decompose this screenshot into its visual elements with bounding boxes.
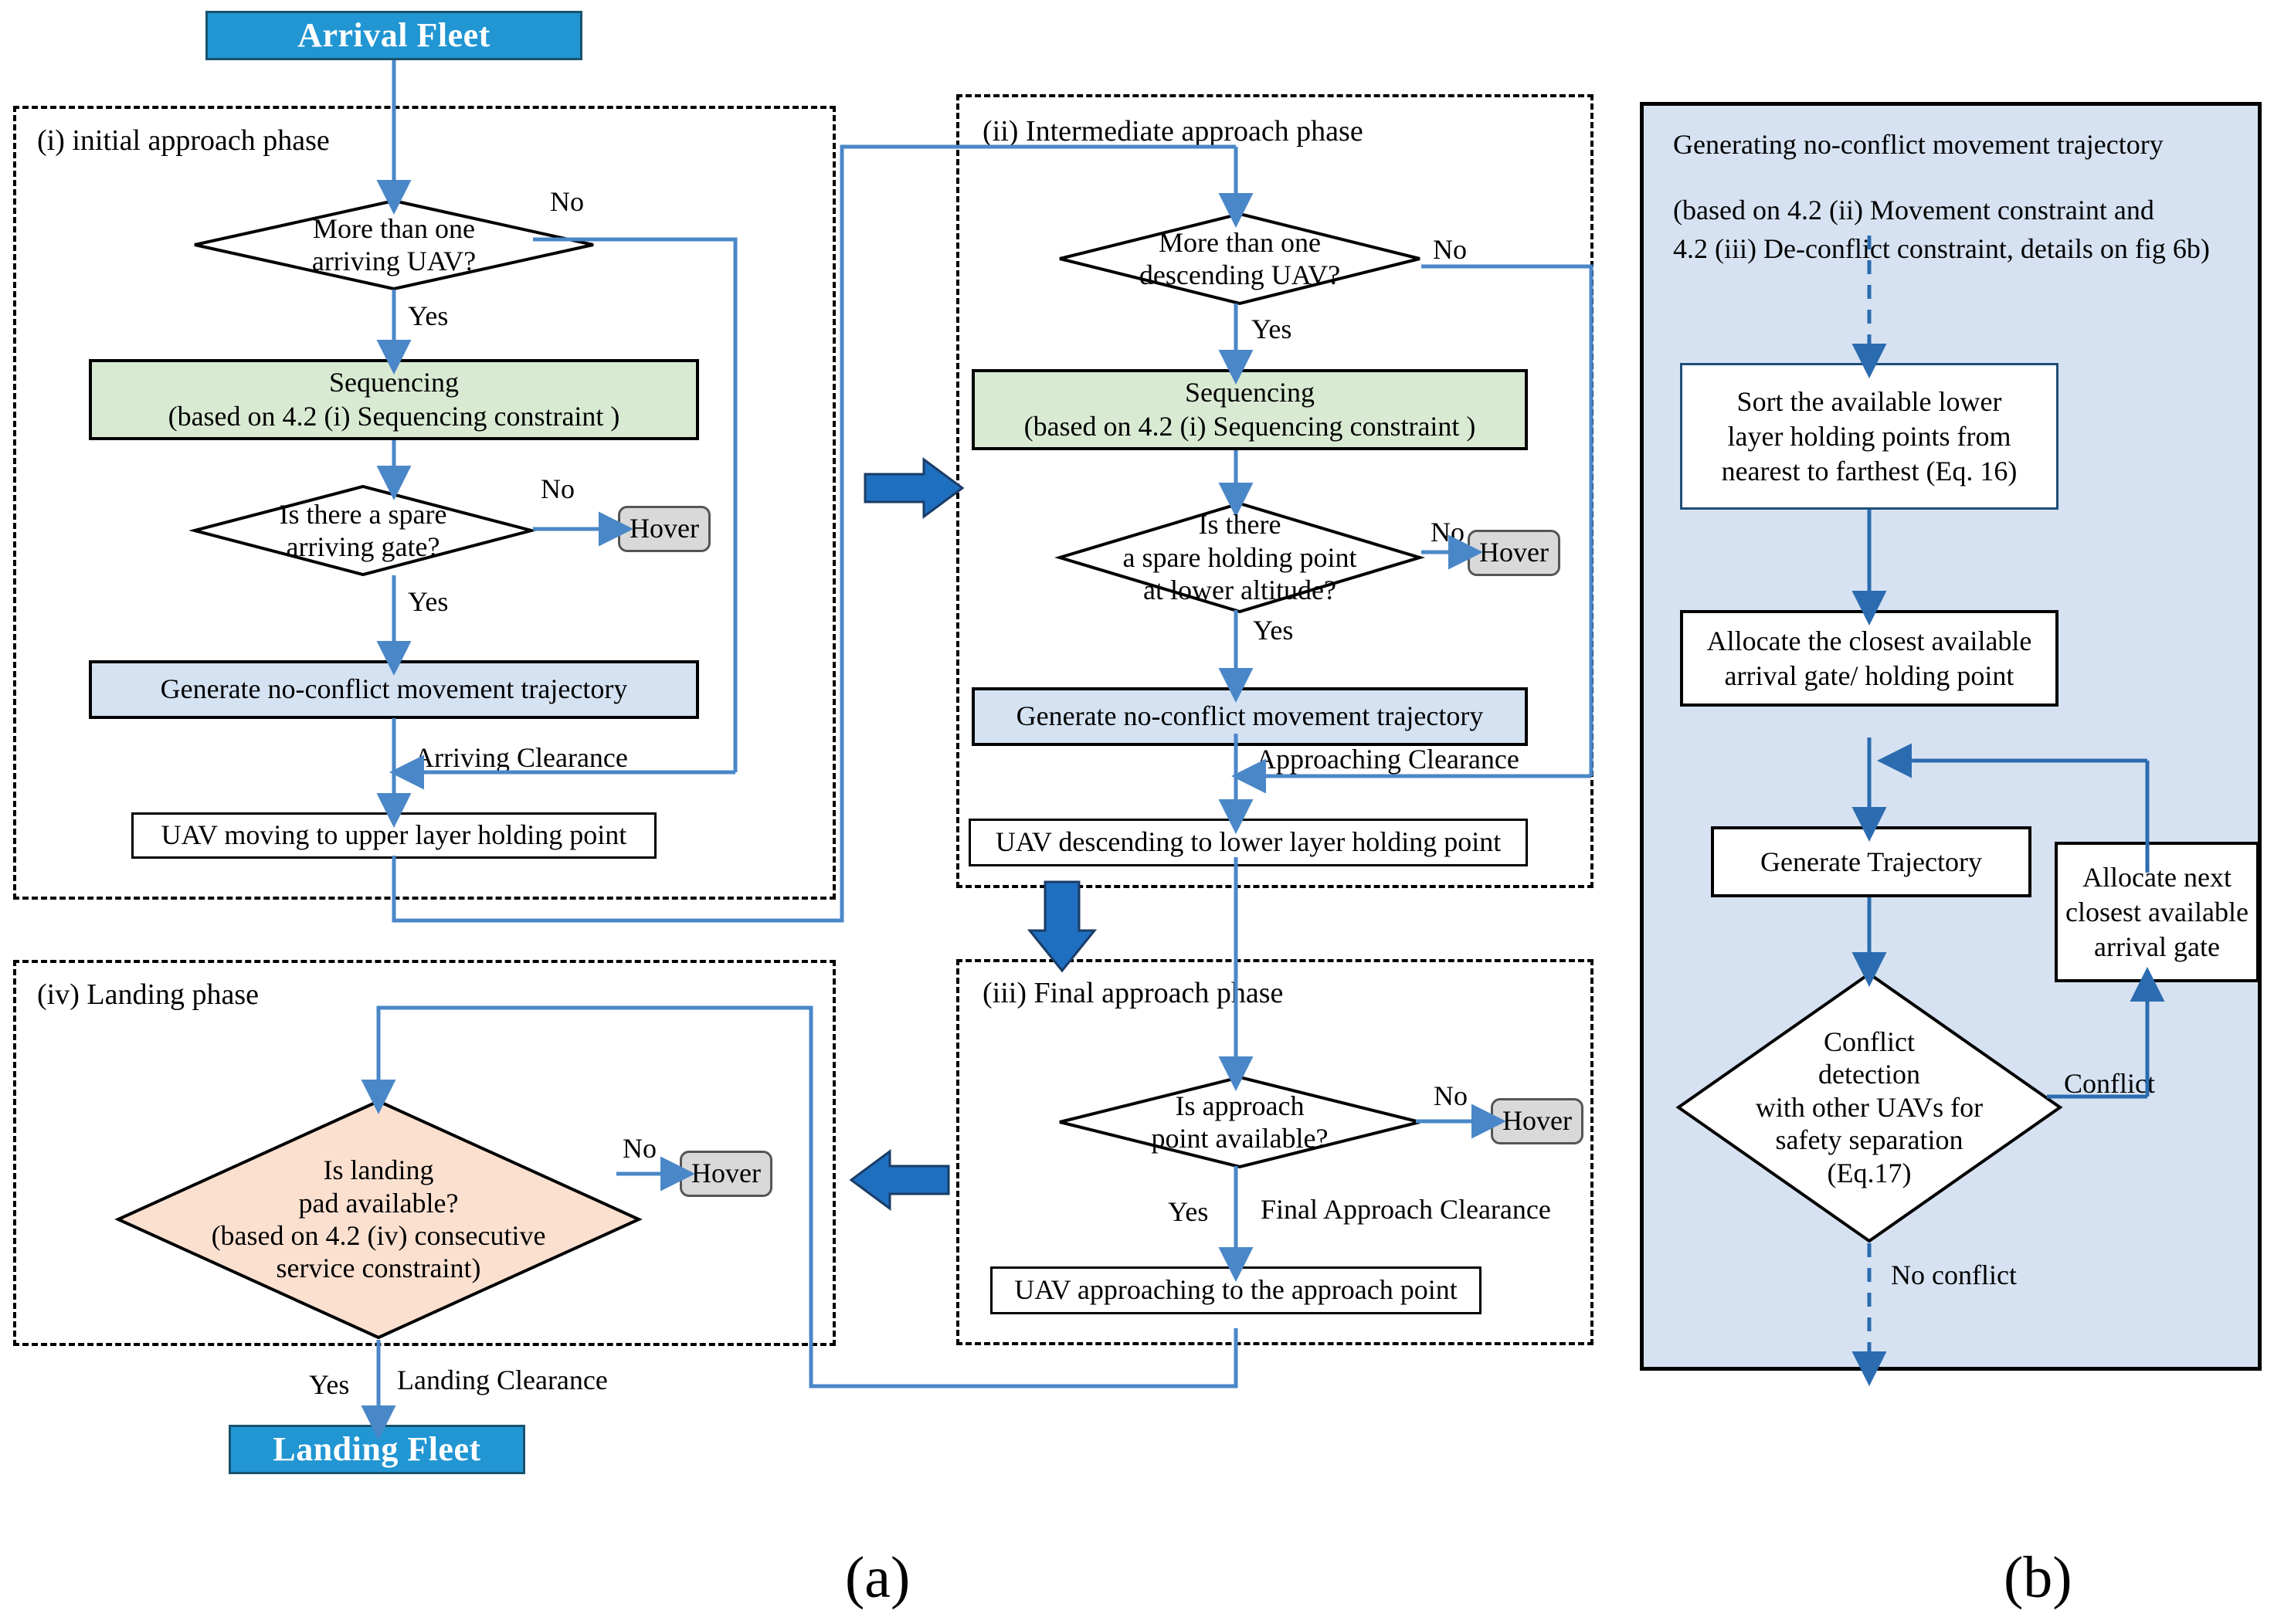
- figure-label-a: (a): [845, 1545, 911, 1610]
- edge-label-conflict: Conflict: [2064, 1068, 2155, 1099]
- edge-label-arriving-clearance: Arriving Clearance: [414, 742, 628, 773]
- figure-label-b: (b): [2004, 1545, 2072, 1610]
- process-generate-trajectory-initial: Generate no-conflict movement trajectory: [89, 660, 699, 719]
- process-sequencing-initial: Sequencing(based on 4.2 (i) Sequencing c…: [89, 359, 699, 440]
- panel-b-title: Generating no-conflict movement trajecto…: [1673, 129, 2164, 160]
- edge-label-final-approach-clearance: Final Approach Clearance: [1261, 1194, 1551, 1225]
- transition-arrow-iii-to-iv-icon: [849, 1149, 950, 1211]
- edge-label-no: No: [1434, 1080, 1468, 1111]
- process-uav-approaching-point: UAV approaching to the approach point: [990, 1266, 1481, 1314]
- hover-node-intermediate: Hover: [1468, 530, 1560, 576]
- phase-iv-label: (iv) Landing phase: [37, 978, 260, 1011]
- edge-label-no: No: [1433, 234, 1467, 265]
- edge-label-no: No: [623, 1133, 657, 1164]
- process-uav-descending-lower-layer: UAV descending to lower layer holding po…: [969, 819, 1528, 866]
- edge-label-no: No: [550, 186, 584, 217]
- edge-label-yes: Yes: [1251, 314, 1292, 344]
- step-generate-trajectory: Generate Trajectory: [1711, 826, 2031, 897]
- transition-arrow-i-to-ii-icon: [864, 457, 965, 519]
- landing-fleet-terminal: Landing Fleet: [229, 1425, 525, 1474]
- arrival-fleet-terminal: Arrival Fleet: [205, 11, 582, 60]
- hover-node-landing: Hover: [680, 1151, 772, 1197]
- edge-label-no: No: [541, 473, 575, 504]
- process-generate-trajectory-intermediate: Generate no-conflict movement trajectory: [972, 687, 1528, 746]
- edge-label-no-conflict: No conflict: [1891, 1260, 2017, 1290]
- phase-i-label: (i) initial approach phase: [37, 124, 330, 157]
- hover-node-initial: Hover: [618, 506, 711, 552]
- edge-label-yes: Yes: [408, 300, 449, 331]
- edge-label-no: No: [1431, 517, 1465, 548]
- panel-b-subtitle-line-1: (based on 4.2 (ii) Movement constraint a…: [1673, 195, 2154, 225]
- process-sequencing-intermediate: Sequencing(based on 4.2 (i) Sequencing c…: [972, 369, 1528, 450]
- phase-iii-label: (iii) Final approach phase: [983, 977, 1284, 1009]
- transition-arrow-ii-to-iii-icon: [1027, 880, 1098, 973]
- process-uav-moving-upper-layer: UAV moving to upper layer holding point: [131, 812, 657, 859]
- edge-label-approaching-clearance: Approaching Clearance: [1256, 744, 1519, 775]
- phase-ii-label: (ii) Intermediate approach phase: [983, 115, 1363, 147]
- edge-label-yes: Yes: [408, 586, 449, 617]
- panel-b-subtitle-line-2: 4.2 (iii) De-conflict constraint, detail…: [1673, 233, 2210, 264]
- hover-node-final: Hover: [1491, 1098, 1583, 1144]
- edge-label-yes: Yes: [309, 1369, 350, 1400]
- edge-label-landing-clearance: Landing Clearance: [397, 1365, 608, 1395]
- edge-label-yes: Yes: [1253, 615, 1294, 646]
- edge-label-yes: Yes: [1168, 1196, 1209, 1227]
